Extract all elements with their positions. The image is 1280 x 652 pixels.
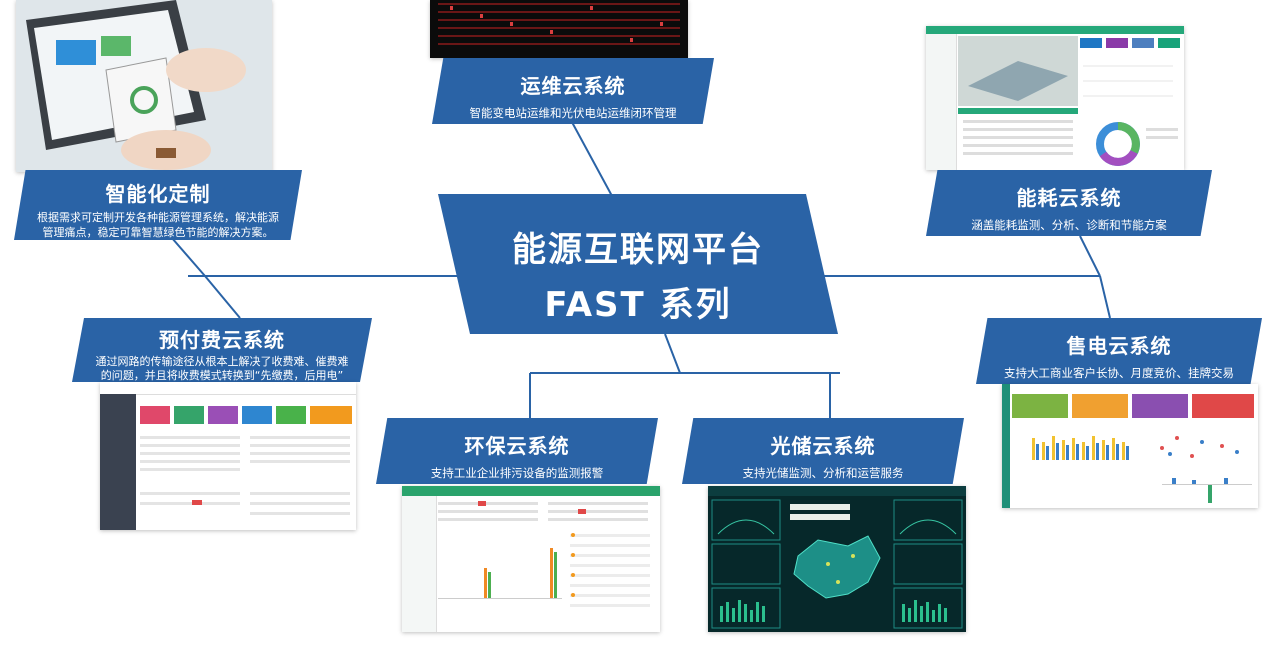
zhineng-photo	[16, 0, 272, 172]
shoudian-subtitle: 支持大工商业客户长协、月度竞价、挂牌交易	[976, 365, 1262, 381]
yufufei-screenshot	[100, 382, 356, 530]
huanbao-banner: 环保云系统 支持工业企业排污设备的监测报警	[376, 418, 658, 484]
guangchu-banner: 光储云系统 支持光储监测、分析和运营服务	[682, 418, 964, 484]
yunwei-banner: 运维云系统 智能变电站运维和光伏电站运维闭环管理	[432, 58, 714, 124]
yufufei-banner: 预付费云系统 通过网路的传输途径从根本上解决了收费难、催费难的问题，并且将收费模…	[72, 318, 372, 382]
shoudian-banner: 售电云系统 支持大工商业客户长协、月度竞价、挂牌交易	[976, 318, 1262, 384]
huanbao-subtitle: 支持工业企业排污设备的监测报警	[376, 465, 658, 481]
zhineng-title: 智能化定制	[14, 178, 302, 207]
nenghao-banner: 能耗云系统 涵盖能耗监测、分析、诊断和节能方案	[926, 170, 1212, 236]
guangchu-title: 光储云系统	[682, 430, 964, 459]
shoudian-title: 售电云系统	[976, 330, 1262, 359]
nenghao-screenshot	[926, 26, 1184, 170]
nenghao-title: 能耗云系统	[926, 182, 1212, 211]
huanbao-title: 环保云系统	[376, 430, 658, 459]
yunwei-screenshot	[430, 0, 688, 58]
yufufei-title: 预付费云系统	[72, 324, 372, 353]
nenghao-subtitle: 涵盖能耗监测、分析、诊断和节能方案	[926, 217, 1212, 233]
center-title: 能源互联网平台	[438, 222, 838, 271]
huanbao-screenshot	[402, 486, 660, 632]
center-banner: 能源互联网平台 FAST 系列	[438, 194, 838, 334]
guangchu-screenshot	[708, 486, 966, 632]
guangchu-subtitle: 支持光储监测、分析和运营服务	[682, 465, 964, 481]
yufufei-subtitle: 通过网路的传输途径从根本上解决了收费难、催费难的问题，并且将收费模式转换到“先缴…	[94, 355, 350, 383]
center-subtitle: FAST 系列	[438, 277, 838, 326]
yunwei-title: 运维云系统	[432, 70, 714, 99]
zhineng-subtitle: 根据需求可定制开发各种能源管理系统，解决能源管理痛点，稳定可靠智慧绿色节能的解决…	[36, 210, 280, 240]
shoudian-screenshot	[1002, 384, 1258, 508]
zhineng-banner: 智能化定制 根据需求可定制开发各种能源管理系统，解决能源管理痛点，稳定可靠智慧绿…	[14, 170, 302, 240]
yunwei-subtitle: 智能变电站运维和光伏电站运维闭环管理	[432, 105, 714, 121]
